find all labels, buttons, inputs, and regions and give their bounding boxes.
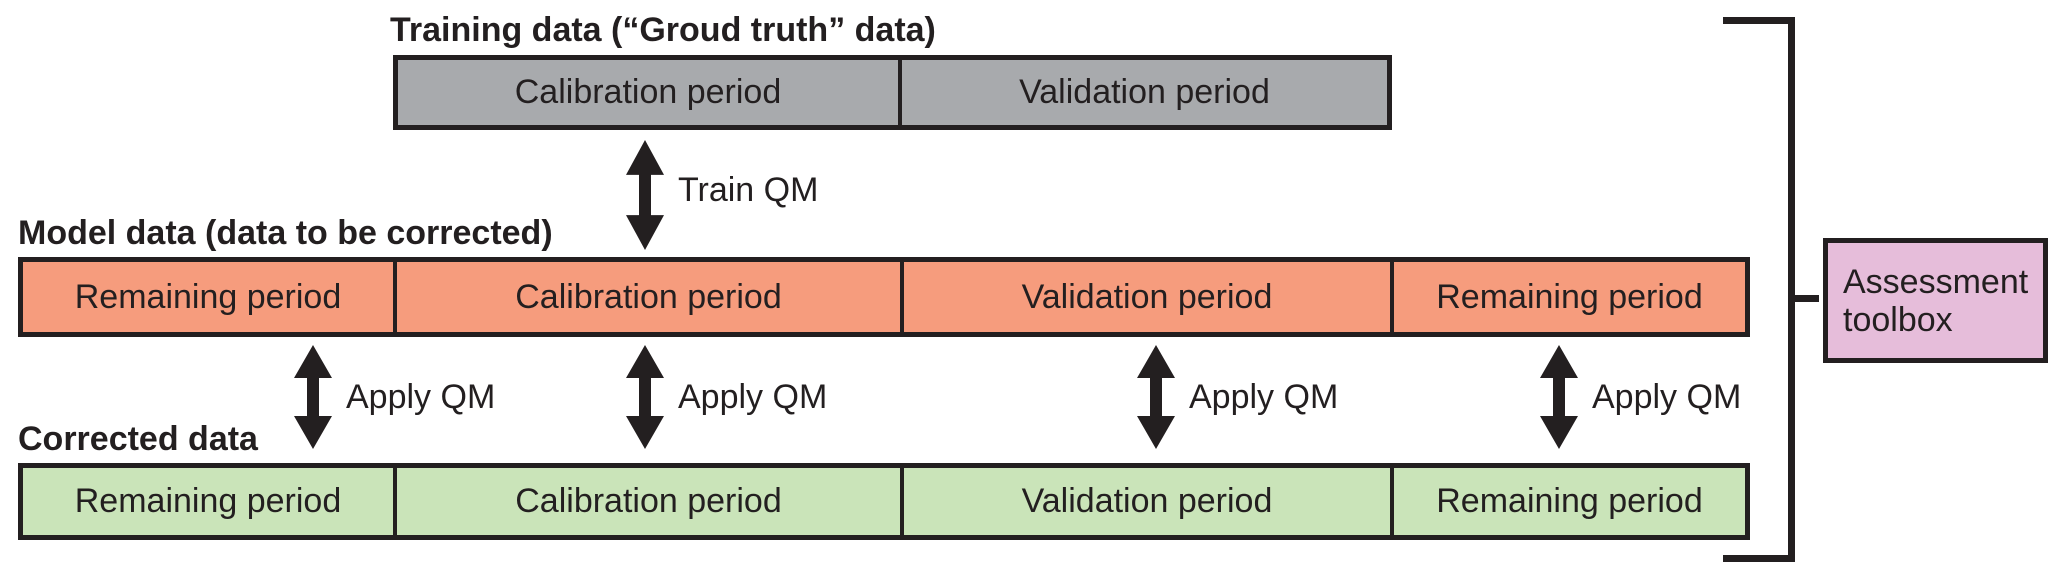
model-remaining-segment-2: Remaining period: [1390, 262, 1745, 332]
segment-label: Calibration period: [515, 277, 782, 316]
training-data-bar: Calibration period Validation period: [393, 55, 1392, 130]
apply-qm-double-arrow-icon-1: [294, 345, 332, 449]
model-remaining-segment-1: Remaining period: [23, 262, 393, 332]
training-validation-segment: Validation period: [898, 60, 1387, 125]
model-data-bar: Remaining period Calibration period Vali…: [18, 257, 1750, 337]
corrected-remaining-segment-1: Remaining period: [23, 468, 393, 535]
segment-label: Validation period: [1021, 482, 1273, 520]
segment-label: Validation period: [1021, 277, 1273, 316]
corrected-data-bar: Remaining period Calibration period Vali…: [18, 463, 1750, 540]
segment-label: Remaining period: [1436, 277, 1703, 316]
model-data-title: Model data (data to be corrected): [18, 214, 553, 252]
corrected-data-title: Corrected data: [18, 420, 258, 458]
train-qm-double-arrow-icon: [626, 140, 664, 250]
segment-label: Remaining period: [74, 482, 342, 520]
apply-qm-double-arrow-icon-4: [1540, 345, 1578, 449]
assessment-bracket: [1723, 17, 1795, 562]
segment-label: Remaining period: [1436, 482, 1703, 520]
assessment-toolbox-label: Assessment toolbox: [1843, 262, 2029, 339]
training-data-title: Training data (“Groud truth” data): [390, 11, 936, 49]
segment-label: Calibration period: [515, 482, 782, 520]
apply-qm-label-4: Apply QM: [1592, 378, 1742, 416]
apply-qm-double-arrow-icon-3: [1137, 345, 1175, 449]
apply-qm-double-arrow-icon-2: [626, 345, 664, 449]
segment-label: Validation period: [1019, 73, 1270, 111]
segment-label: Calibration period: [514, 73, 782, 111]
training-calibration-segment: Calibration period: [398, 60, 898, 125]
corrected-remaining-segment-2: Remaining period: [1390, 468, 1745, 535]
corrected-calibration-segment: Calibration period: [393, 468, 900, 535]
assessment-bracket-tick: [1795, 295, 1819, 302]
apply-qm-label-1: Apply QM: [346, 378, 496, 416]
train-qm-label: Train QM: [678, 171, 819, 209]
corrected-validation-segment: Validation period: [900, 468, 1390, 535]
model-calibration-segment: Calibration period: [393, 262, 900, 332]
apply-qm-label-3: Apply QM: [1189, 378, 1339, 416]
model-validation-segment: Validation period: [900, 262, 1390, 332]
apply-qm-label-2: Apply QM: [678, 378, 828, 416]
segment-label: Remaining period: [74, 277, 342, 316]
assessment-toolbox-box: Assessment toolbox: [1823, 238, 2048, 363]
